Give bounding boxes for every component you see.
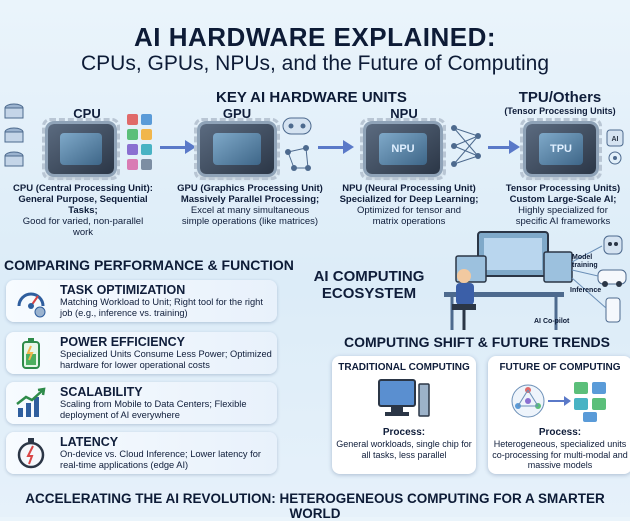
task-optimization-title: TASK OPTIMIZATION [60, 283, 186, 297]
arrow-head-icon [343, 140, 354, 154]
npu-description: NPU (Neural Processing Unit) Specialized… [339, 183, 479, 227]
tpu-sublabel: (Tensor Processing Units) [504, 106, 616, 116]
heterogeneous-network-icon [511, 382, 606, 422]
latency-title: LATENCY [60, 435, 119, 449]
traditional-process-text: General workloads, single chip for all t… [336, 439, 472, 460]
gpu-chip-icon [194, 118, 280, 180]
traditional-process-label: Process: [382, 427, 426, 438]
gauge-gear-icon [17, 292, 46, 318]
future-process-label: Process: [538, 427, 582, 438]
server-stack-icon [4, 103, 24, 167]
performance-heading: COMPARING PERFORMANCE & FUNCTION [4, 257, 294, 273]
traditional-computing-card: TRADITIONAL COMPUTING Process: General w… [332, 356, 476, 474]
page-title: AI HARDWARE EXPLAINED: [133, 22, 496, 52]
ai-workstation-illustration [444, 231, 627, 330]
latency-text: On-device vs. Cloud Inference; Lower lat… [60, 449, 262, 470]
scalability-card: SCALABILITY Scaling from Mobile to Data … [6, 382, 277, 424]
arrow-cpu-gpu [160, 146, 186, 149]
scalability-title: SCALABILITY [60, 385, 143, 399]
gpu-description: GPU (Graphics Processing Unit) Massively… [177, 183, 323, 227]
npu-chip-icon: NPU [360, 118, 446, 180]
future-computing-card: FUTURE OF COMPUTING Process: Heterogeneo… [488, 356, 630, 474]
task-optimization-text: Matching Workload to Unit; Right tool fo… [60, 297, 263, 318]
arrow-gpu-npu [318, 146, 344, 149]
traditional-computing-title: TRADITIONAL COMPUTING [338, 362, 470, 373]
trends-heading: COMPUTING SHIFT & FUTURE TRENDS [344, 334, 610, 350]
cpu-description: CPU (Central Processing Unit): General P… [13, 183, 153, 238]
page-subtitle: CPUs, GPUs, NPUs, and the Future of Comp… [80, 52, 550, 75]
neural-network-icon [451, 125, 481, 167]
future-process-text: Heterogeneous, specialized units co-proc… [492, 439, 628, 470]
battery-leaf-icon [22, 338, 40, 369]
growth-chart-icon [16, 387, 46, 417]
arrow-npu-tpu [488, 146, 510, 149]
cpu-label: CPU [73, 106, 101, 121]
stopwatch-icon [17, 438, 45, 469]
gpu-label: GPU [222, 106, 252, 121]
arrow-head-icon [509, 140, 520, 154]
power-efficiency-title: POWER EFFICIENCY [60, 335, 186, 349]
cpu-chip-icon [42, 118, 120, 180]
npu-label: NPU [390, 106, 418, 121]
task-optimization-card: TASK OPTIMIZATION Matching Workload to U… [6, 280, 277, 322]
tpu-chip-icon: TPU [520, 118, 602, 180]
ecosystem-title: AI COMPUTING ECOSYSTEM [313, 268, 425, 302]
desktop-computer-icon [378, 379, 430, 417]
scalability-text: Scaling from Mobile to Data Centers; Fle… [60, 399, 247, 420]
inference-label: Inference [570, 287, 602, 294]
ai-copilot-label: AI Co-pilot [534, 318, 570, 325]
ai-chip-icon: AI [606, 129, 624, 165]
svg-text:AI: AI [612, 136, 619, 143]
arrow-head-icon [185, 140, 196, 154]
tpu-description: Tensor Processing Units) Custom Large-Sc… [505, 183, 621, 227]
future-computing-title: FUTURE OF COMPUTING [499, 362, 621, 373]
tpu-label: TPU/Others [518, 89, 602, 106]
model-training-label: Model training [572, 254, 598, 269]
power-efficiency-text: Specialized Units Consume Less Power; Op… [60, 349, 272, 370]
app-grid-icon [127, 114, 152, 170]
power-efficiency-card: POWER EFFICIENCY Specialized Units Consu… [6, 332, 277, 374]
key-units-heading: KEY AI HARDWARE UNITS [216, 89, 407, 106]
gamepad-network-icon [282, 117, 312, 171]
latency-card: LATENCY On-device vs. Cloud Inference; L… [6, 432, 277, 474]
